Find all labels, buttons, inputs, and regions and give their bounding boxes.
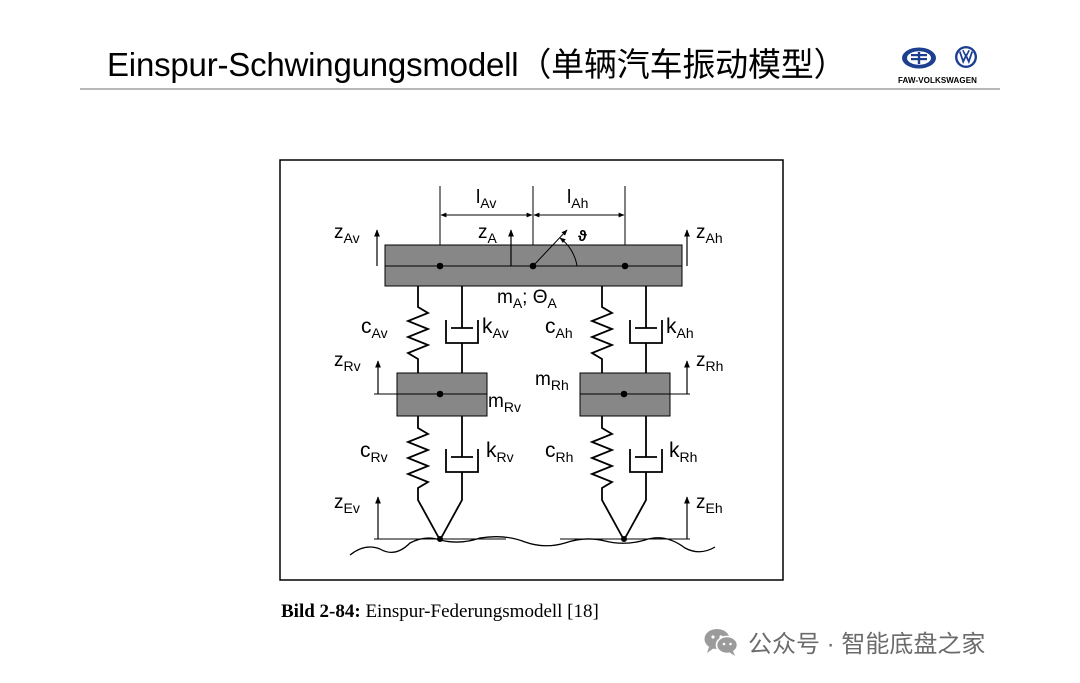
label-l-ah: lAh [567, 187, 588, 211]
displacement-arrows [374, 229, 690, 539]
dimension-lines [439, 186, 626, 245]
label-c-rh: cRh [545, 439, 573, 465]
faw-logo-icon [902, 47, 936, 69]
spring-body-front [405, 286, 431, 373]
label-z-eh: zEh [696, 492, 723, 516]
label-k-av: kAv [482, 315, 509, 341]
suspension-model-diagram: TE TE TE TE [279, 159, 784, 581]
faw-volkswagen-logos [902, 46, 977, 69]
logo-caption: FAW-VOLKSWAGEN [898, 76, 978, 85]
label-l-av: lAv [476, 187, 496, 211]
label-c-rv: cRv [360, 439, 388, 465]
label-z-a: zA [478, 222, 498, 246]
damper-body-front [445, 286, 479, 373]
damper-tire-front [439, 416, 479, 541]
figure-frame [279, 159, 784, 581]
label-pitch-angle: ϑ [578, 228, 587, 245]
page-title: Einspur-Schwingungsmodell（单辆汽车振动模型） [107, 46, 847, 83]
figure-caption-label: Bild 2-84: [281, 601, 361, 622]
spring-tire-front [405, 416, 441, 541]
label-m-rh: mRh [535, 369, 569, 393]
title-divider [80, 88, 1000, 90]
pitch-direction-arrow [532, 229, 568, 267]
label-body-mass: mA; ΘA [497, 287, 558, 311]
watermark-text: 公众号 · 智能底盘之家 [748, 631, 986, 658]
label-z-rh: zRh [696, 350, 723, 374]
label-m-rv: mRv [488, 391, 521, 415]
figure-caption-text: Einspur-Federungsmodell [18] [360, 601, 599, 622]
label-c-av: cAv [361, 315, 388, 341]
label-z-ev: zEv [334, 492, 360, 516]
pitch-angle-arrow [559, 237, 578, 267]
label-k-ah: kAh [666, 315, 694, 341]
figure-caption: Bild 2-84: Einspur-Federungsmodell [18] [281, 601, 599, 623]
wechat-watermark: 公众号 · 智能底盘之家 [703, 624, 985, 659]
road-profile [349, 536, 716, 556]
label-k-rv: kRv [486, 439, 514, 465]
spring-tire-rear [589, 416, 625, 541]
label-z-ah: zAh [696, 222, 723, 246]
label-z-av: zAv [334, 222, 360, 246]
damper-body-rear [629, 286, 663, 373]
wechat-icon [704, 628, 739, 656]
label-c-ah: cAh [545, 315, 573, 341]
spring-body-rear [589, 286, 615, 373]
vw-logo-icon [955, 46, 977, 68]
label-k-rh: kRh [669, 439, 697, 465]
damper-tire-rear [623, 416, 663, 541]
label-z-rv: zRv [334, 350, 361, 374]
